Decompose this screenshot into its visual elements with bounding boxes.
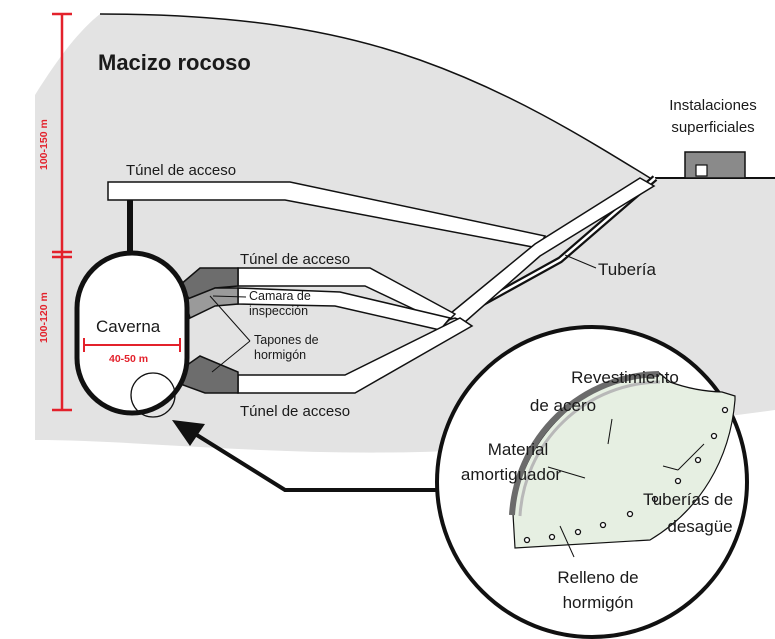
surface-facilities-label-1: Instalaciones <box>669 97 757 114</box>
dim-lower-label: 100-120 m <box>38 292 50 343</box>
concrete-plug-lower <box>179 355 239 394</box>
dim-upper-label: 100-150 m <box>38 119 50 170</box>
pipe-label: Tubería <box>598 260 657 279</box>
access-tunnel-bottom-label: Túnel de acceso <box>240 403 350 420</box>
steel-lining-label-2: de acero <box>530 396 596 415</box>
damping-material <box>518 380 661 517</box>
rock-mass-label: Macizo rocoso <box>98 50 251 75</box>
drain-pipes <box>523 406 729 544</box>
concrete-fill-label-1: Relleno de <box>557 568 638 587</box>
inspection-chamber-label-2: inspección <box>249 304 308 318</box>
access-tunnel-middle-label: Túnel de acceso <box>240 251 350 268</box>
damping-material-label-2: amortiguador <box>461 465 562 484</box>
surface-facilities-building <box>655 151 775 179</box>
surface-facilities-label-2: superficiales <box>671 119 754 136</box>
detail-pointer-arrow <box>172 420 438 492</box>
cavern <box>74 250 190 416</box>
drain-pipes-label-1: Tuberías de <box>643 490 733 509</box>
cavern-width-label: 40-50 m <box>109 353 148 365</box>
concrete-fill-label-2: hormigón <box>563 593 634 612</box>
cavern-label: Caverna <box>96 317 161 336</box>
drain-pipes-label-2: desagüe <box>667 517 732 536</box>
inspection-chamber-label-1: Camara de <box>249 289 311 303</box>
detail-highlight-circle <box>130 372 176 418</box>
detail-magnifier <box>435 325 749 639</box>
cavern-width-dimension <box>83 338 181 352</box>
rock-top-edge <box>99 13 651 179</box>
damping-material-label-1: Material <box>488 440 548 459</box>
steel-lining-label-1: Revestimiento <box>571 368 679 387</box>
steel-lining <box>509 371 660 516</box>
vertical-dimension <box>52 12 72 412</box>
vertical-shaft <box>127 200 133 252</box>
concrete-plugs-label-2: hormigón <box>254 348 306 362</box>
inspection-chamber <box>184 287 239 320</box>
concrete-plugs-label-1: Tapones de <box>254 333 319 347</box>
access-tunnel-top-label: Túnel de acceso <box>126 162 236 179</box>
